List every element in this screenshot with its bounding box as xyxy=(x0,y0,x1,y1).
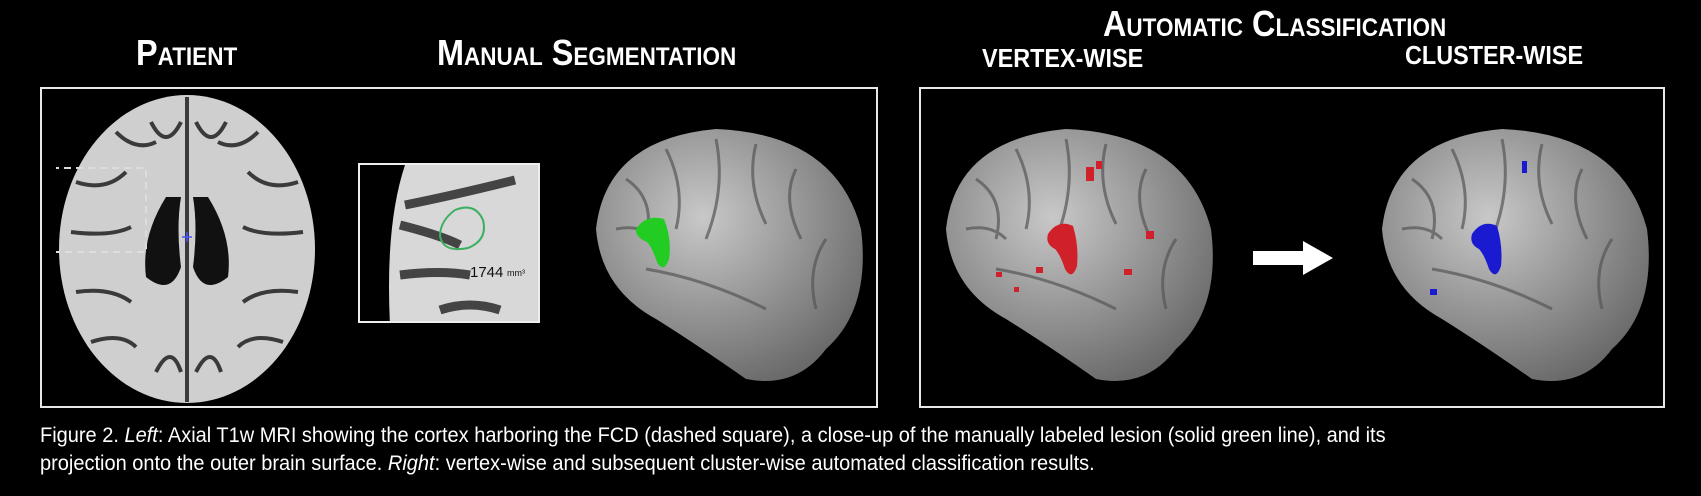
automatic-classification-heading: Automatic Classification xyxy=(1103,3,1447,44)
patient-heading: Patient xyxy=(136,32,238,73)
caption-left-text: : Axial T1w MRI showing the cortex harbo… xyxy=(157,423,1386,447)
vertex-wise-heading: vertex-wise xyxy=(982,43,1144,73)
lesion-volume-value: 1744 xyxy=(470,264,504,281)
left-panel xyxy=(40,87,878,408)
right-panel xyxy=(919,87,1665,408)
lesion-volume-unit: mm³ xyxy=(507,268,525,278)
figure-label: Figure 2. xyxy=(40,423,119,447)
brain-surface-vertex-wise xyxy=(946,129,1213,381)
caption-right-label: Right xyxy=(387,451,435,475)
lesion-closeup-inset: 1744 mm³ xyxy=(358,163,540,323)
manual-lesion-mark xyxy=(635,217,670,268)
cluster-wise-heading: cluster-wise xyxy=(1405,40,1584,70)
caption-right-text: : vertex-wise and subsequent cluster-wis… xyxy=(434,451,1095,475)
figure-caption: Figure 2. Left: Axial T1w MRI showing th… xyxy=(40,421,1565,477)
brain-surface-manual xyxy=(596,129,863,381)
caption-left-text-2: projection onto the outer brain surface. xyxy=(40,451,388,475)
brain-surface-cluster-wise xyxy=(1382,129,1649,381)
manual-segmentation-heading: Manual Segmentation xyxy=(437,32,737,73)
axial-mri-image xyxy=(56,95,315,403)
arrow-icon xyxy=(1253,241,1333,275)
caption-left-label: Left xyxy=(124,423,158,447)
